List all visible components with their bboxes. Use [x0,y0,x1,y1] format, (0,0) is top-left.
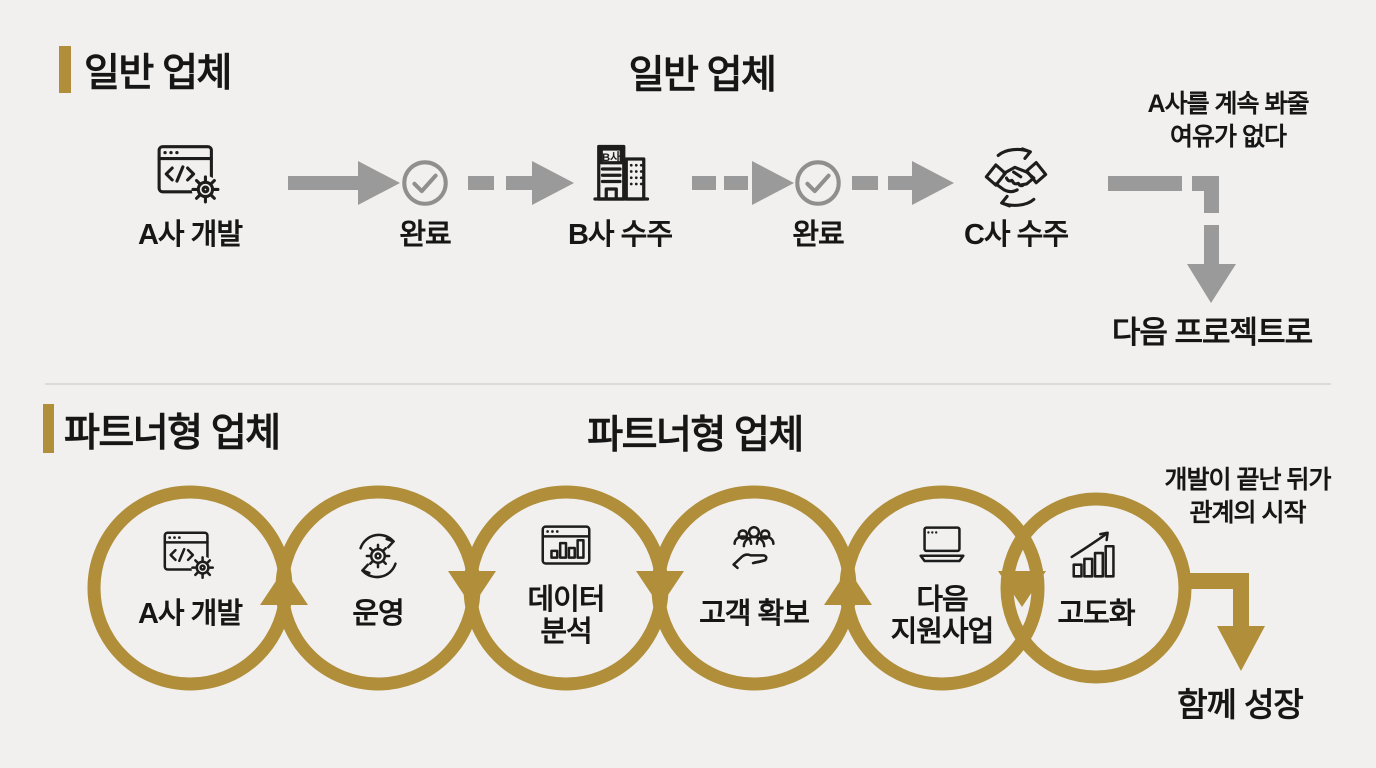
gear-cycle-icon [359,533,397,579]
ring-label: 고도화 [1057,598,1135,630]
bottom-annotation: 개발이 끝난 뒤가 관계의 시작 [1164,466,1332,527]
solid-arrow-icon [288,161,400,205]
section-divider [45,383,1331,385]
growth-chart-icon [1070,531,1115,578]
section-header: 일반 업체 [84,52,232,95]
elbow-down-arrow-icon [1108,176,1236,303]
header-accent-bar [59,46,71,93]
check-circle-icon [402,160,448,206]
code-window-gear-icon [163,531,215,580]
chart-window-icon [541,525,591,565]
step-label: B사 수주 [567,219,673,251]
section-header: 파트너형 업체 [64,412,281,455]
step-label: C사 수주 [963,219,1069,251]
step-label: A사 개발 [137,219,243,251]
building-icon: B사 [593,144,650,201]
ring-label: 고객 확보 [699,598,810,630]
section-title: 파트너형 업체 [587,414,804,457]
header-accent-bar [43,404,54,453]
handshake-cycle-icon [984,147,1048,208]
dashed-arrow-icon [468,161,574,205]
step-label: 완료 [792,219,844,251]
ring-label: 다음 지원사업 [890,584,995,649]
section-title: 일반 업체 [628,54,777,97]
code-window-gear-icon [157,145,220,204]
building-sign-label: B사 [602,150,621,164]
ring-label: 운영 [352,598,404,630]
gold-elbow-arrow-icon [1185,573,1265,671]
dashed-arrow-icon [852,161,954,205]
ring-label: A사 개발 [137,598,243,630]
laptop-icon [919,526,965,563]
ring-label: 데이터 분석 [527,584,605,649]
top-outcome-label: 다음 프로젝트로 [1111,315,1313,350]
people-hand-icon [732,526,775,570]
bottom-outcome-label: 함께 성장 [1177,686,1304,723]
top-annotation: A사를 계속 봐줄 여유가 없다 [1147,90,1310,151]
dashed-arrow-icon [692,161,794,205]
step-label: 완료 [399,219,451,251]
check-circle-icon [795,160,841,206]
